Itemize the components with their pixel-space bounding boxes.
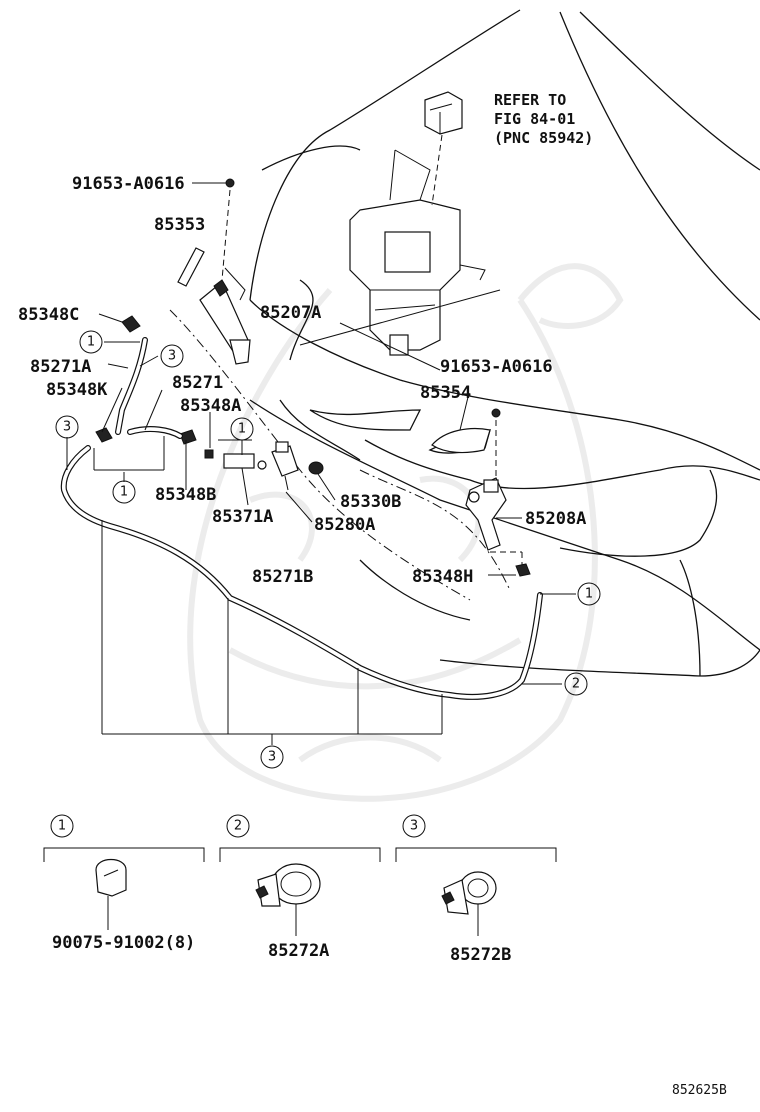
- callout-1-c: 1: [230, 417, 254, 441]
- label-85348C: 85348C: [18, 305, 79, 325]
- svg-text:3: 3: [63, 420, 71, 435]
- clip-85348C: [121, 315, 141, 333]
- tank-cap-part: [424, 91, 463, 135]
- legend-1-number: 1: [58, 819, 66, 834]
- refer-note-line1: REFER TO: [494, 91, 566, 109]
- check-valve-85348A: [204, 449, 214, 459]
- leader-tank-cap: [431, 134, 443, 206]
- callout-1-d: 1: [577, 582, 601, 606]
- vehicle-body-outline: [169, 9, 760, 677]
- leader-lines: [66, 182, 576, 745]
- legend-item-3: 3 85272B: [395, 814, 557, 965]
- label-85271A: 85271A: [30, 357, 91, 377]
- svg-text:2: 2: [572, 677, 580, 692]
- label-85207A: 85207A: [260, 303, 321, 323]
- grommet-85330B: [308, 461, 324, 475]
- headlamp-cleaner-nozzle-right: [465, 477, 507, 551]
- callout-3-a: 3: [160, 344, 184, 368]
- washer-hoses: [60, 337, 543, 700]
- clip-85348K: [95, 427, 113, 443]
- washer-pump: [271, 441, 299, 491]
- cover-85354: [431, 427, 491, 454]
- label-85271B: 85271B: [252, 567, 313, 587]
- refer-note: REFER TO FIG 84-01 (PNC 85942): [494, 91, 593, 147]
- label-85354: 85354: [420, 383, 471, 403]
- washer-tank: [349, 149, 486, 356]
- bolt-91653-mid: [491, 408, 501, 418]
- watermark-emblem: [187, 263, 624, 802]
- callout-3-c: 3: [260, 745, 284, 769]
- legend-item-2: 2 85272A: [219, 814, 381, 961]
- joint-85371A-end: [257, 460, 267, 470]
- callout-1-b: 1: [112, 480, 136, 504]
- label-85330B: 85330B: [340, 492, 401, 512]
- bolt-91653-top: [225, 178, 235, 188]
- label-85348B: 85348B: [155, 485, 216, 505]
- label-85271: 85271: [172, 373, 223, 393]
- label-85348A: 85348A: [180, 396, 241, 416]
- label-85208A: 85208A: [525, 509, 586, 529]
- legend-2-number: 2: [234, 819, 242, 834]
- callout-3-b: 3: [55, 415, 79, 439]
- legend-item-1: 1 90075-91002(8): [43, 814, 205, 953]
- label-85280A: 85280A: [314, 515, 375, 535]
- label-91653-top: 91653-A0616: [72, 174, 185, 194]
- label-85348H: 85348H: [412, 567, 473, 587]
- svg-text:1: 1: [87, 335, 95, 350]
- svg-text:1: 1: [585, 587, 593, 602]
- refer-note-line2: FIG 84-01: [494, 110, 575, 128]
- callout-2-a: 2: [564, 672, 588, 696]
- headlamp-cleaner-nozzle-left: [199, 267, 251, 365]
- joint-85348B: [179, 429, 197, 445]
- callout-1-a: 1: [79, 330, 103, 354]
- svg-text:3: 3: [268, 750, 276, 765]
- leader-85207A: [299, 289, 501, 346]
- legend-3-part: 85272B: [450, 945, 511, 965]
- label-91653-mid: 91653-A0616: [440, 357, 553, 377]
- label-85353: 85353: [154, 215, 205, 235]
- legend-3-number: 3: [410, 819, 418, 834]
- refer-note-line3: (PNC 85942): [494, 129, 593, 147]
- figure-code: 852625B: [672, 1083, 727, 1098]
- cover-85353: [177, 247, 205, 287]
- leader-bolt-top: [221, 189, 231, 281]
- part-labels: 91653-A0616 85353 85348C 85207A 85271A 8…: [18, 174, 586, 587]
- legend-2-part: 85272A: [268, 941, 329, 961]
- joint-85371A: [223, 453, 255, 469]
- legend-1-part: 90075-91002(8): [52, 933, 195, 953]
- clip-85348H: [515, 563, 531, 577]
- label-85371A: 85371A: [212, 507, 273, 527]
- label-85348K: 85348K: [46, 380, 108, 400]
- svg-text:3: 3: [168, 349, 176, 364]
- callouts: 1 3 3 1 1 1 2 3: [55, 330, 601, 769]
- clip-90075-icon: [95, 858, 127, 897]
- svg-text:1: 1: [120, 485, 128, 500]
- svg-text:1: 1: [238, 422, 246, 437]
